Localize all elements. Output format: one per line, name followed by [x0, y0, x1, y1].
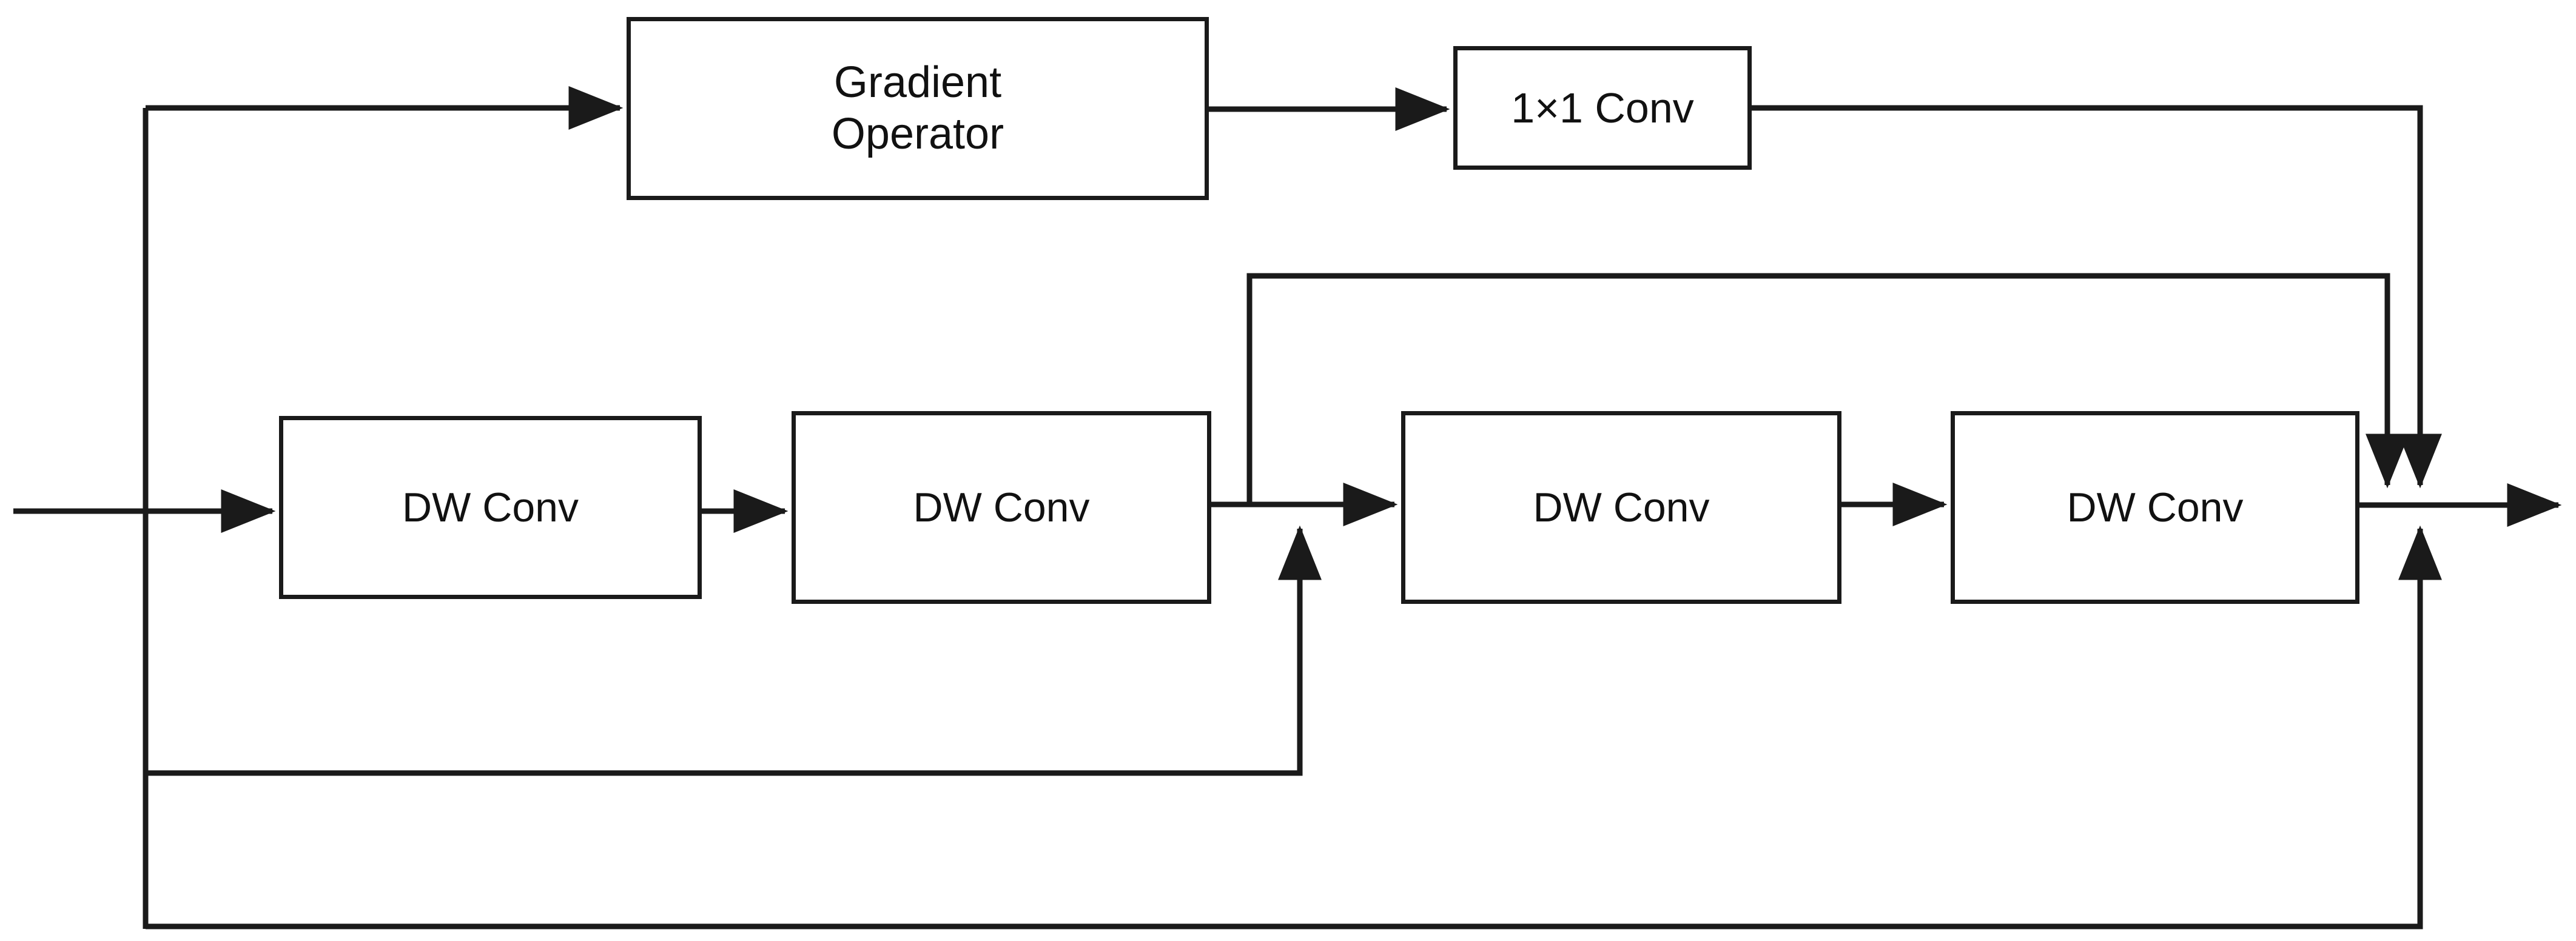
node-gradient-operator-label: Gradient Operator	[831, 58, 1004, 158]
edge-input-skip-to-merge	[146, 525, 2442, 929]
edge-conv1x1-to-merge	[1752, 105, 2442, 489]
node-dw-conv-1-label: DW Conv	[402, 484, 579, 531]
node-dw-conv-4[interactable]: DW Conv	[1951, 411, 2359, 604]
edge-input-skip-to-dw3	[146, 525, 1322, 776]
node-dw-conv-2-label: DW Conv	[913, 484, 1090, 531]
edge-dw2-skip-to-merge	[1246, 273, 2409, 504]
node-dw-conv-4-label: DW Conv	[2067, 484, 2244, 531]
node-conv-1x1[interactable]: 1×1 Conv	[1453, 46, 1752, 170]
node-gradient-operator[interactable]: Gradient Operator	[627, 17, 1209, 200]
node-dw-conv-2[interactable]: DW Conv	[792, 411, 1211, 604]
node-dw-conv-3[interactable]: DW Conv	[1401, 411, 1841, 604]
node-dw-conv-3-label: DW Conv	[1533, 484, 1710, 531]
node-dw-conv-1[interactable]: DW Conv	[279, 416, 702, 599]
node-conv-1x1-label: 1×1 Conv	[1511, 84, 1694, 132]
